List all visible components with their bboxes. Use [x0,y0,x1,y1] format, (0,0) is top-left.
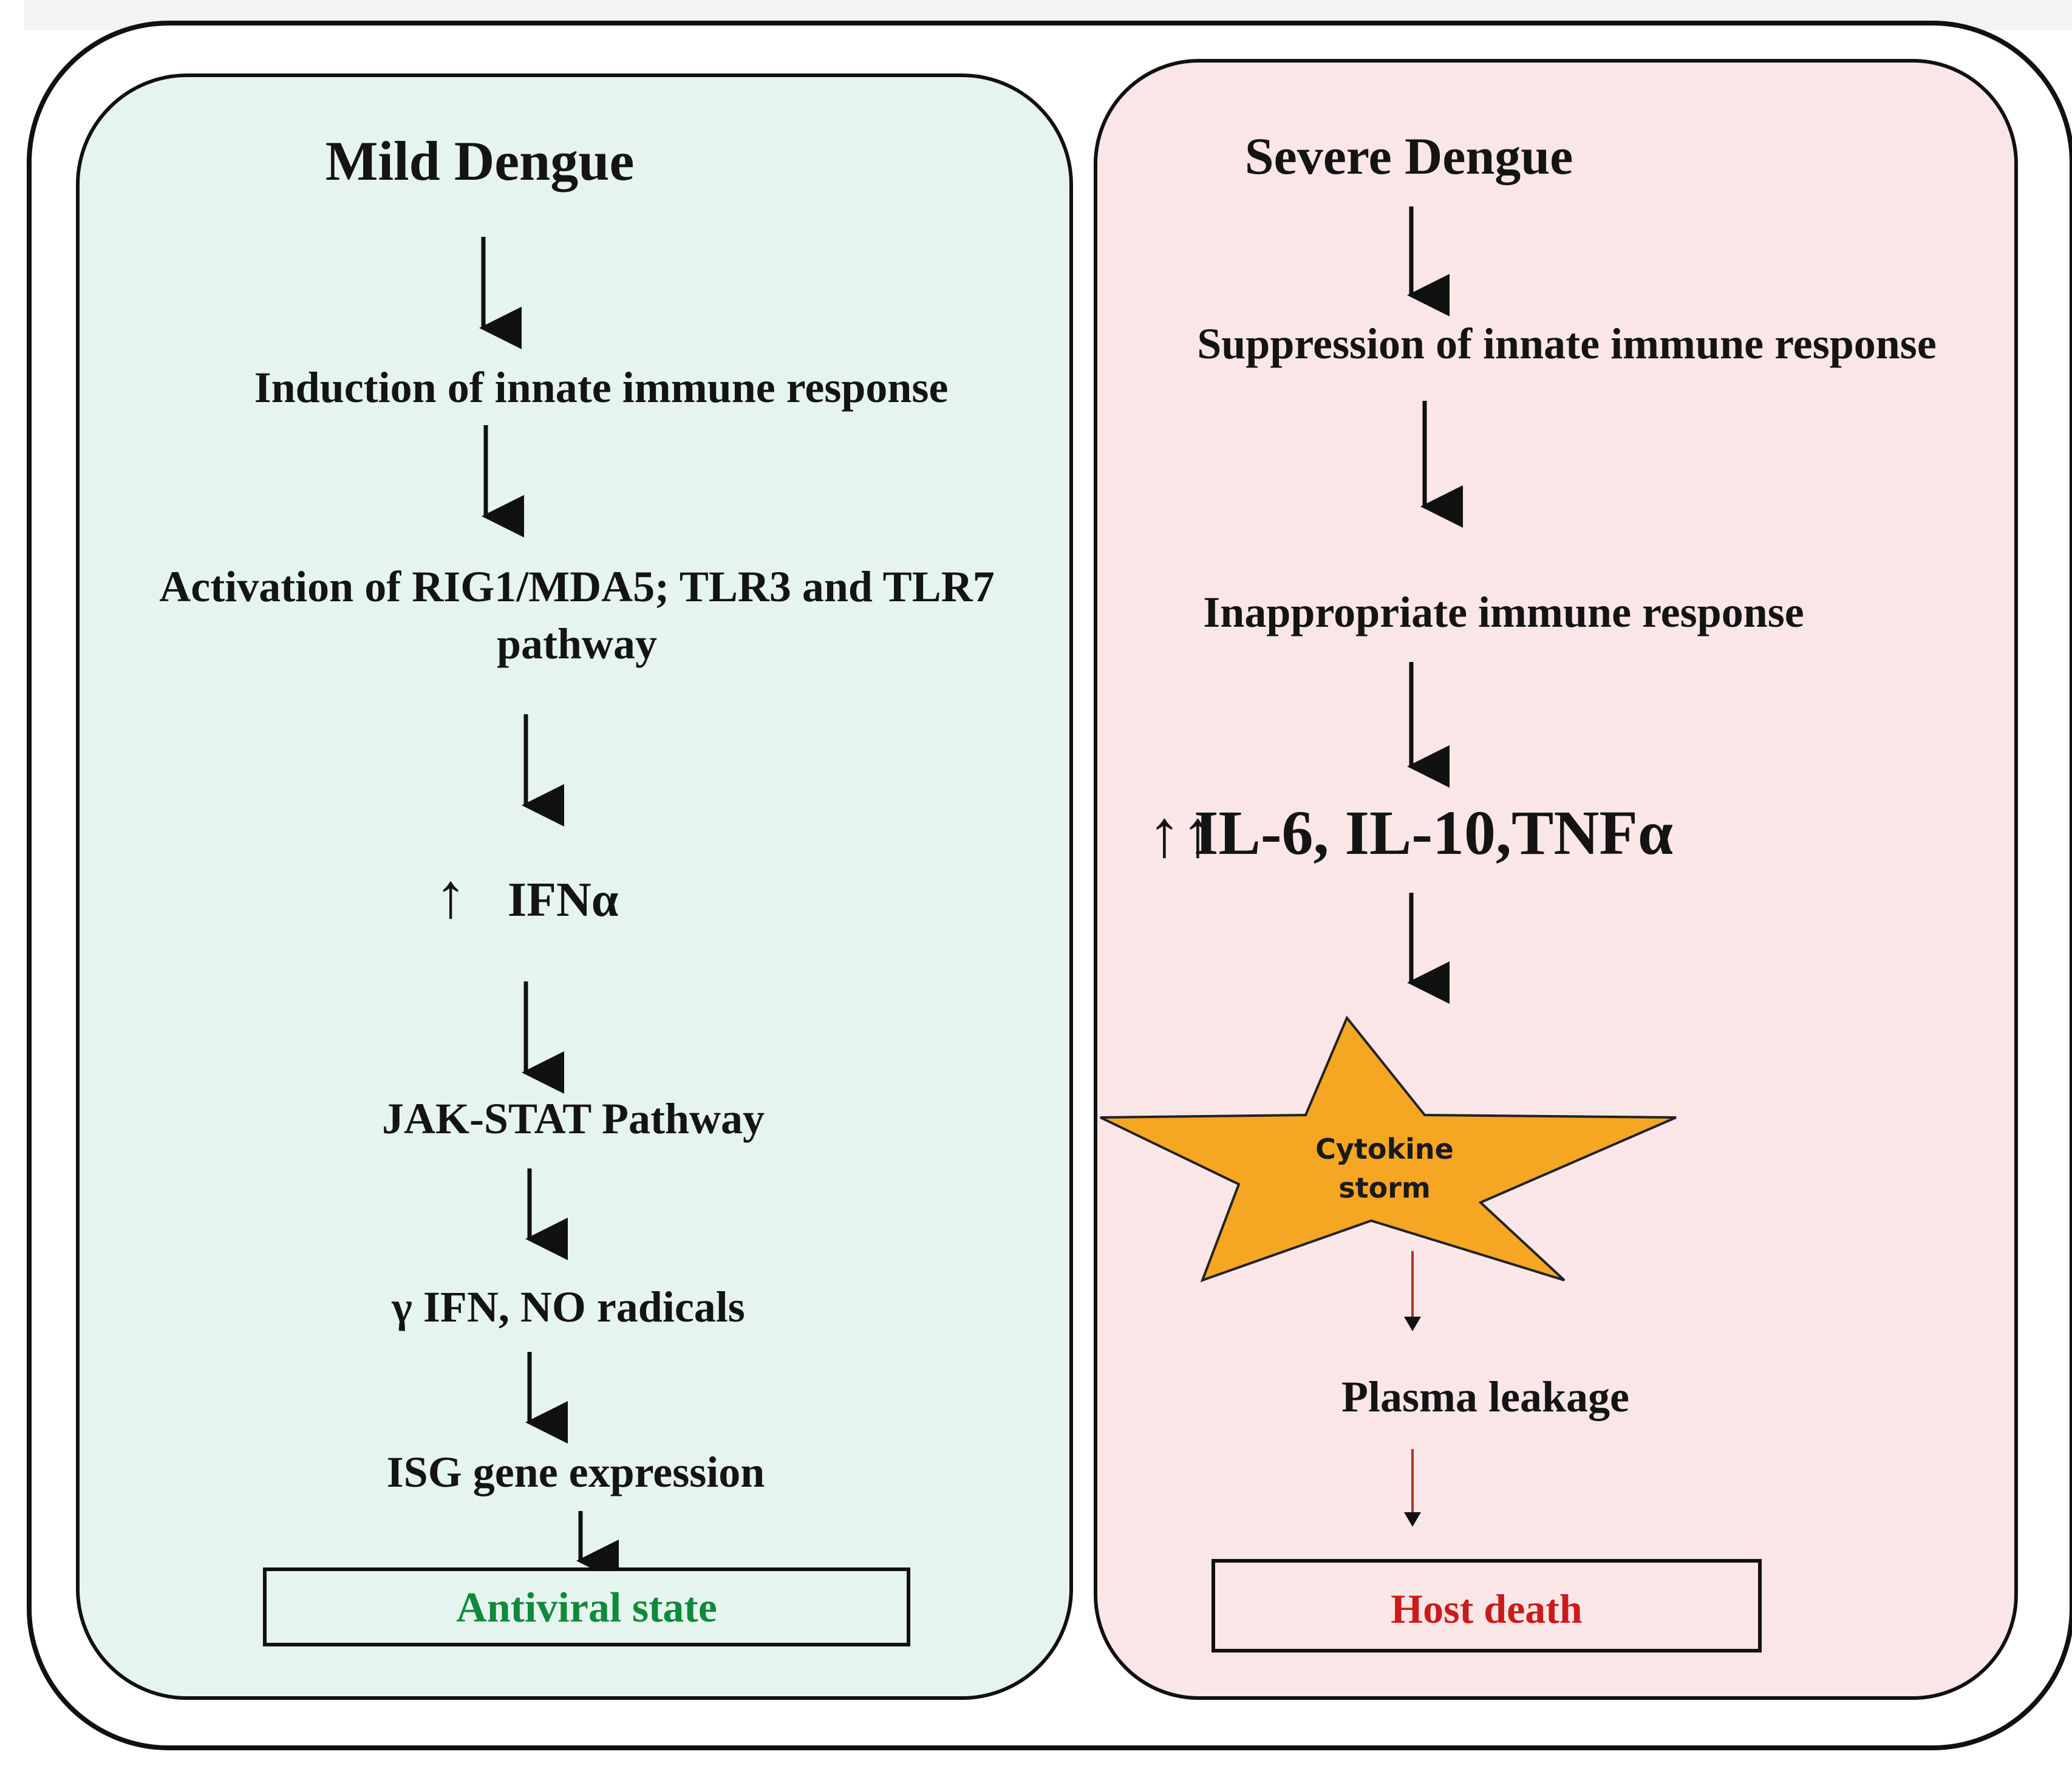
mild-dengue-title: Mild Dengue [325,130,635,192]
ifn-up-arrow: ↑ [435,861,466,931]
antiviral-state-box [263,1567,910,1646]
severe-dengue-panel [1094,59,2018,1700]
mild-step-activation-line1: Activation of RIG1/MDA5; TLR3 and TLR7 [159,562,994,611]
antiviral-state-label: Antiviral state [456,1584,717,1631]
mild-step-gamma-ifn: γ IFN, NO radicals [391,1283,745,1331]
host-death-box [1212,1559,1762,1653]
cytokine-storm-label-line2: storm [1338,1172,1431,1204]
severe-arrow-6-head [1404,1512,1421,1527]
severe-arrow-5-head [1404,1317,1421,1331]
severe-dengue-title: Severe Dengue [1245,127,1573,185]
severe-step-suppression: Suppression of innate immune response [1197,319,1937,368]
mild-step-induction: Induction of innate immune response [254,363,949,412]
cytokine-storm-label-line1: Cytokine [1315,1133,1454,1165]
severe-step-plasma: Plasma leakage [1341,1373,1629,1421]
severe-step-cytokines: IL-6, IL-10,TNFα [1194,798,1673,868]
mild-step-jak-stat: JAK-STAT Pathway [382,1094,765,1143]
mild-step-isg: ISG gene expression [387,1448,765,1496]
cytokine-storm-star [1100,1015,1677,1283]
severe-step-inappropriate: Inappropriate immune response [1203,588,1804,636]
host-death-label: Host death [1391,1586,1582,1632]
mild-step-activation-line2: pathway [497,619,657,668]
mild-step-ifn: IFNα [508,873,618,927]
cytokines-up-arrows: ↑↑ [1148,797,1215,871]
mild-dengue-panel [76,73,1073,1700]
